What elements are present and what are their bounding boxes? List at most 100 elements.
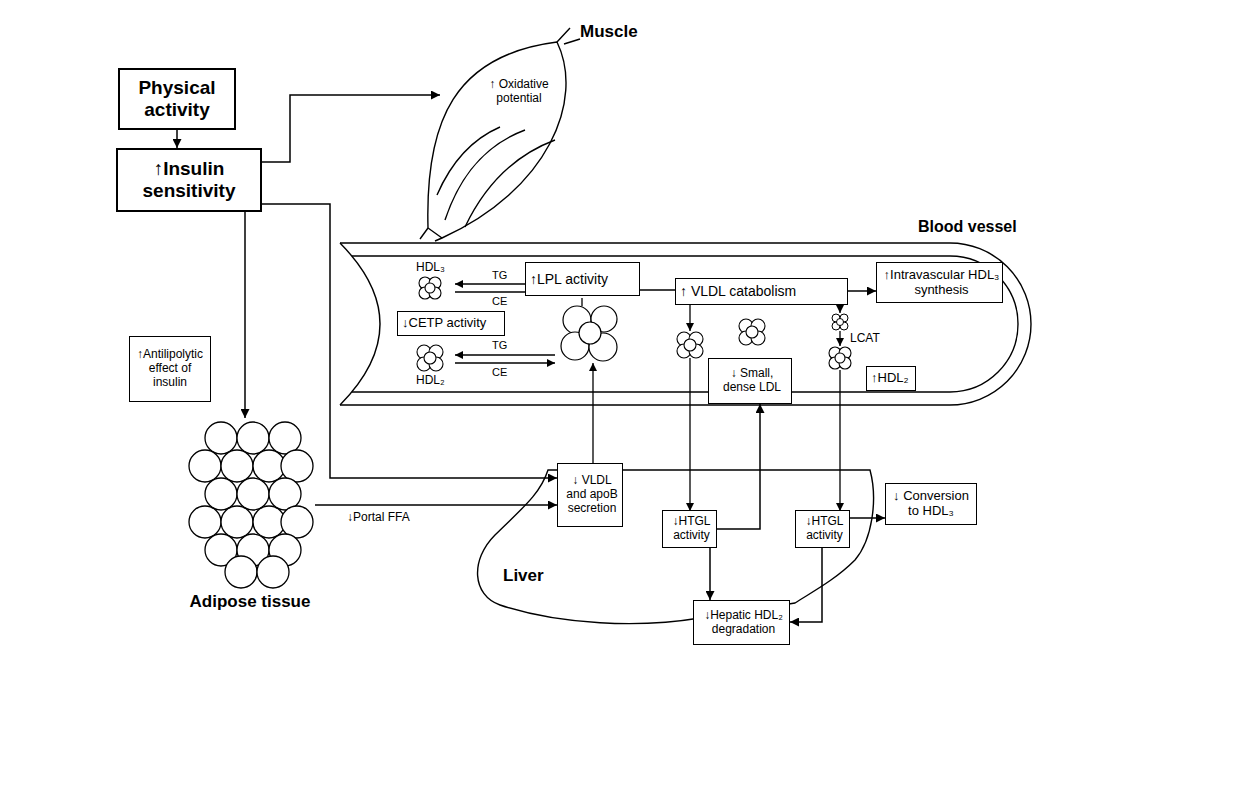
liver-shape: Liver ↓ VLDL and apoB secretion ↓HTGL acti… (465, 455, 880, 660)
pathway-arrow (689, 358, 690, 511)
fat-cell (253, 450, 285, 482)
particle-sphere (424, 352, 436, 364)
box-text: ↓HTGL activity (667, 515, 716, 543)
effect-box: ↑HDL₂ (866, 366, 916, 391)
lipid-label: TG (492, 339, 507, 352)
connector-arrow (848, 290, 876, 292)
fat-cell (253, 506, 285, 538)
box-text: ↓Hepatic HDL₂ degradation (698, 609, 789, 637)
fat-cell (237, 422, 269, 454)
adipose-tissue: Adipose tissue (185, 418, 315, 614)
fat-cell (221, 506, 253, 538)
muscle-shape: Muscle ↑ Oxidative potential (440, 15, 650, 240)
fat-cell (205, 422, 237, 454)
organ-label: Blood vessel (918, 218, 1028, 236)
box-text: ↑HDL₂ (871, 371, 909, 386)
effect-text: ↑ Oxidative potential (478, 78, 560, 106)
connector-arrow (717, 404, 760, 529)
fat-cell (205, 478, 237, 510)
box-text: ↑LPL activity (530, 271, 608, 287)
particle-label: HDL₂ (416, 374, 445, 388)
effect-box: ↑Antilipolytic effect of insulin (129, 336, 211, 402)
effect-box: ↓CETP activity (397, 311, 505, 336)
vessel-wall (340, 243, 950, 405)
effect-box: ↓ Conversion to HDL₃ (885, 483, 977, 525)
hdl3-particle (419, 277, 441, 299)
connector-arrow (262, 204, 557, 478)
hdl2-particle (417, 345, 443, 371)
nascent-hdl3-particle (832, 314, 848, 330)
connector-arrow (640, 289, 675, 291)
particle-sphere (579, 322, 601, 344)
fat-cell (269, 422, 301, 454)
particle-sphere (835, 353, 845, 363)
particle-sphere (425, 283, 435, 293)
liver-drawing (465, 455, 880, 660)
effect-box: ↓ VLDL and apoB secretion (557, 463, 623, 527)
particle-label: HDL₃ (416, 261, 445, 275)
exchange-arrow (455, 362, 555, 363)
connector-arrow (176, 130, 178, 148)
muscle-outline (428, 42, 566, 238)
box-text: ↓ Small, dense LDL (713, 367, 791, 395)
adipose-drawing (185, 418, 315, 614)
organ-label: Liver (503, 566, 563, 586)
vldl-remnant-particle (677, 332, 703, 358)
fat-cell (281, 506, 313, 538)
lipid-label: CE (492, 366, 507, 379)
effect-box: ↓HTGL activity (662, 510, 717, 548)
fat-cell (269, 478, 301, 510)
connector-arrow (262, 95, 440, 162)
effect-box: ↑LPL activity (525, 262, 640, 296)
mature-hdl2-particle (829, 347, 851, 369)
effect-box: ↑ VLDL catabolism (675, 278, 848, 305)
particle-sphere (746, 326, 758, 338)
effect-box: ↓HTGL activity (795, 510, 850, 548)
trigger-box: ↑Insulin sensitivity (116, 148, 262, 212)
effect-box: ↓ Small, dense LDL (708, 358, 792, 404)
fat-cell (237, 478, 269, 510)
pathway-line (581, 298, 582, 306)
lipid-label: TG (492, 269, 507, 282)
tendon-line (420, 28, 580, 241)
box-text: ↓CETP activity (402, 316, 486, 331)
connector-arrow (709, 548, 711, 600)
organ-label: Muscle (580, 22, 650, 42)
ldl-particle (739, 319, 765, 345)
fat-cell (257, 556, 289, 588)
fat-cell (281, 450, 313, 482)
connector-arrow (315, 504, 557, 506)
box-text: ↑ VLDL catabolism (680, 283, 796, 299)
organ-label: Adipose tissue (185, 592, 315, 612)
box-text: ↑Antilipolytic effect of insulin (134, 348, 206, 389)
pathway-arrow (689, 302, 690, 331)
fat-cell (225, 556, 257, 588)
box-text: ↓ VLDL and apoB secretion (562, 474, 622, 515)
vessel-cut-end (340, 243, 380, 405)
enzyme-label: LCAT (850, 332, 880, 346)
box-text: ↑Intravascular HDL₃ synthesis (881, 268, 1002, 298)
box-text: ↓ Conversion to HDL₃ (890, 489, 972, 519)
exchange-arrow (455, 354, 555, 355)
connector-arrow (244, 212, 246, 418)
muscle-fibres (437, 127, 555, 227)
effect-box: ↑Intravascular HDL₃ synthesis (876, 262, 1003, 303)
fat-cell (189, 506, 221, 538)
lcat-arrow (839, 331, 840, 346)
muscle-drawing (440, 15, 650, 240)
particle-sphere (684, 339, 696, 351)
liver-outline (478, 470, 874, 624)
edge-label: ↓Portal FFA (345, 511, 412, 525)
pathway-arrow (592, 363, 593, 463)
connector-arrow (850, 517, 885, 519)
connector-arrow (790, 548, 822, 622)
effect-box: ↓Hepatic HDL₂ degradation (693, 600, 790, 645)
pathway-arrow (839, 370, 840, 511)
trigger-box: Physical activity (118, 68, 236, 130)
box-text: Physical activity (126, 77, 228, 121)
particle-sphere (837, 319, 844, 326)
fat-cell (189, 450, 221, 482)
box-text: ↓HTGL activity (800, 515, 849, 543)
box-text: ↑Insulin sensitivity (124, 158, 254, 202)
